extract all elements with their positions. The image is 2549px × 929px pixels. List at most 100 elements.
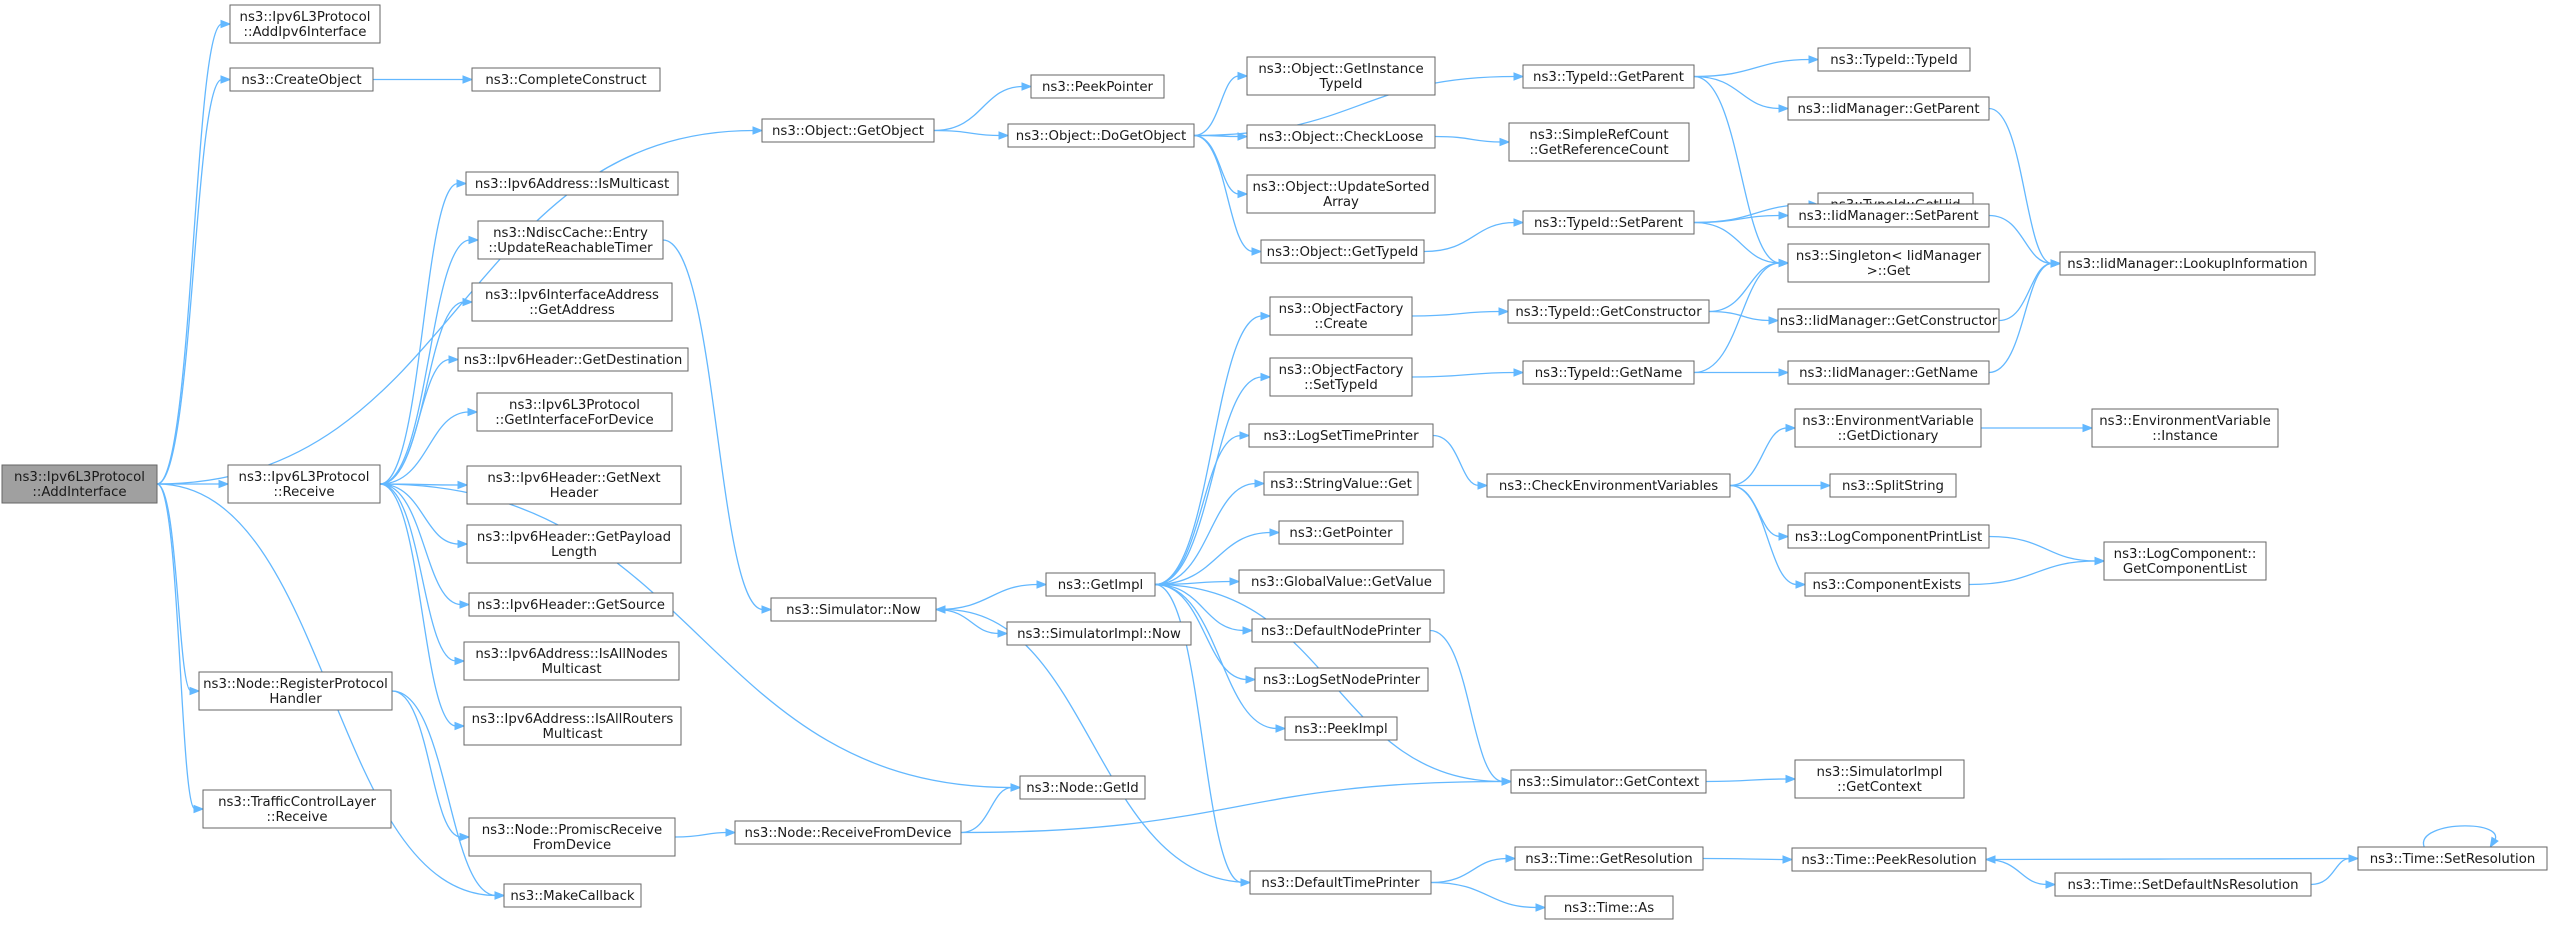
node-peekimpl[interactable]: ns3::PeekImpl — [1284, 716, 1398, 741]
node-getpointer[interactable]: ns3::GetPointer — [1278, 520, 1404, 545]
node-splitstring[interactable]: ns3::SplitString — [1829, 473, 1957, 498]
node-box — [1030, 74, 1165, 99]
node-box — [463, 641, 680, 681]
node-tid_typeid[interactable]: ns3::TypeId::TypeId — [1817, 47, 1971, 72]
edge-arrowhead — [467, 407, 479, 417]
node-simgetcontext[interactable]: ns3::Simulator::GetContext — [1510, 769, 1707, 794]
node-logsetnodeprinter[interactable]: ns3::LogSetNodePrinter — [1254, 667, 1429, 692]
node-createobject[interactable]: ns3::CreateObject — [229, 67, 374, 92]
node-lookupinfo[interactable]: ns3::IidManager::LookupInformation — [2059, 251, 2316, 276]
edge-checkenv-to-componentexists — [1729, 484, 1798, 586]
node-simimplgetcontext[interactable]: ns3::SimulatorImpl::GetContext — [1794, 759, 1965, 799]
node-getiface[interactable]: ns3::Ipv6L3Protocol::GetInterfaceForDevi… — [476, 392, 673, 432]
node-box — [734, 820, 962, 845]
node-checkloose[interactable]: ns3::Object::CheckLoose — [1246, 124, 1436, 149]
edge-arrowhead — [1785, 774, 1797, 784]
node-label: ns3::Object::UpdateSorted — [1252, 180, 1429, 195]
node-singleton[interactable]: ns3::Singleton< IidManager>::Get — [1787, 243, 1990, 283]
node-ifaceaddr[interactable]: ns3::Ipv6InterfaceAddress::GetAddress — [471, 282, 673, 322]
node-defaultnodeprinter[interactable]: ns3::DefaultNodePrinter — [1251, 618, 1431, 643]
node-dogetobject[interactable]: ns3::Object::DoGetObject — [1007, 123, 1195, 148]
node-box — [1522, 210, 1695, 235]
edge-arrowhead — [1778, 532, 1790, 541]
node-label: ::GetAddress — [529, 303, 615, 318]
node-label: ns3::Object::GetTypeId — [1267, 245, 1419, 260]
node-defaulttimeprinter[interactable]: ns3::DefaultTimePrinter — [1249, 870, 1432, 895]
node-makecallback[interactable]: ns3::MakeCallback — [503, 883, 642, 908]
node-box — [1486, 473, 1731, 498]
node-nodegetid[interactable]: ns3::Node::GetId — [1019, 775, 1146, 800]
node-iid_getparent[interactable]: ns3::IidManager::GetParent — [1787, 96, 1990, 121]
node-tcl[interactable]: ns3::TrafficControlLayer::Receive — [202, 789, 392, 829]
edge-arrowhead — [456, 179, 468, 188]
edge-dogetobject-to-obj_gettypeid — [1193, 134, 1254, 253]
edge-ofcreate-to-tid_getconstructor — [1411, 310, 1501, 317]
node-stringvalueget[interactable]: ns3::StringValue::Get — [1263, 471, 1419, 496]
edge-regproto-to-makecallback — [391, 690, 497, 897]
node-label: ns3::Ipv6Header::GetDestination — [464, 353, 683, 368]
edge-receive-to-isallrouters — [379, 483, 457, 727]
node-componentexists[interactable]: ns3::ComponentExists — [1804, 572, 1970, 597]
node-addipv6[interactable]: ns3::Ipv6L3Protocol::AddIpv6Interface — [229, 4, 381, 44]
node-label: ns3::TypeId::TypeId — [1830, 53, 1958, 68]
node-envinstance[interactable]: ns3::EnvironmentVariable::Instance — [2091, 408, 2279, 448]
node-time_as[interactable]: ns3::Time::As — [1544, 895, 1674, 920]
node-ofcreate[interactable]: ns3::ObjectFactory::Create — [1269, 296, 1413, 336]
node-label: ns3::Ipv6InterfaceAddress — [485, 288, 659, 303]
node-iid_setparent[interactable]: ns3::IidManager::SetParent — [1787, 203, 1990, 228]
node-logcompgetlist[interactable]: ns3::LogComponent::GetComponentList — [2103, 541, 2267, 581]
node-recvfromdev[interactable]: ns3::Node::ReceiveFromDevice — [734, 820, 962, 845]
node-tid_setparent[interactable]: ns3::TypeId::SetParent — [1522, 210, 1695, 235]
node-box — [1019, 775, 1146, 800]
edge-arrowhead — [1260, 372, 1272, 382]
node-iid_getname[interactable]: ns3::IidManager::GetName — [1787, 360, 1990, 385]
node-ndisc[interactable]: ns3::NdiscCache::Entry::UpdateReachableT… — [477, 220, 664, 260]
edge-arrowhead — [1782, 855, 1794, 864]
node-simimplnow[interactable]: ns3::SimulatorImpl::Now — [1006, 621, 1192, 646]
node-label: ::Receive — [266, 810, 327, 825]
node-getsource[interactable]: ns3::Ipv6Header::GetSource — [468, 592, 674, 617]
node-getimpl[interactable]: ns3::GetImpl — [1045, 572, 1156, 597]
node-checkenv[interactable]: ns3::CheckEnvironmentVariables — [1486, 473, 1731, 498]
node-time_setres[interactable]: ns3::Time::SetResolution — [2357, 846, 2548, 871]
node-ismulticast[interactable]: ns3::Ipv6Address::IsMulticast — [465, 171, 679, 196]
node-tid_getparent[interactable]: ns3::TypeId::GetParent — [1522, 64, 1695, 89]
node-root[interactable]: ns3::Ipv6L3Protocol::AddInterface — [1, 464, 158, 504]
node-time_setdefns[interactable]: ns3::Time::SetDefaultNsResolution — [2054, 872, 2312, 897]
node-logsettimeprinter[interactable]: ns3::LogSetTimePrinter — [1248, 423, 1434, 448]
edge-time_setres-to-time_setres — [2423, 825, 2497, 848]
node-receive[interactable]: ns3::Ipv6L3Protocol::Receive — [227, 464, 381, 504]
node-box — [761, 118, 935, 143]
node-label: ns3::Time::SetResolution — [2370, 852, 2536, 867]
node-completeconstruct[interactable]: ns3::CompleteConstruct — [471, 67, 661, 92]
node-box — [468, 817, 676, 857]
node-peekpointer[interactable]: ns3::PeekPointer — [1030, 74, 1165, 99]
node-globalvalue[interactable]: ns3::GlobalValue::GetValue — [1238, 569, 1445, 594]
node-getobject[interactable]: ns3::Object::GetObject — [761, 118, 935, 143]
node-obj_gettypeid[interactable]: ns3::Object::GetTypeId — [1260, 239, 1425, 264]
node-simplerefcount[interactable]: ns3::SimpleRefCount::GetReferenceCount — [1508, 122, 1690, 162]
node-label: ::AddIpv6Interface — [244, 25, 367, 40]
node-tid_getname[interactable]: ns3::TypeId::GetName — [1522, 360, 1695, 385]
node-getdest[interactable]: ns3::Ipv6Header::GetDestination — [457, 347, 689, 372]
node-ofsettypeid[interactable]: ns3::ObjectFactory::SetTypeId — [1269, 357, 1413, 397]
node-time_getres[interactable]: ns3::Time::GetResolution — [1514, 846, 1704, 871]
node-envgetdict[interactable]: ns3::EnvironmentVariable::GetDictionary — [1794, 408, 1982, 448]
node-iid_getconstructor[interactable]: ns3::IidManager::GetConstructor — [1777, 308, 2000, 333]
node-label: Header — [550, 486, 599, 501]
node-time_peekres[interactable]: ns3::Time::PeekResolution — [1791, 847, 1987, 872]
node-tid_getconstructor[interactable]: ns3::TypeId::GetConstructor — [1507, 299, 1710, 324]
node-logcompprintlist[interactable]: ns3::LogComponentPrintList — [1787, 524, 1990, 549]
node-simnow[interactable]: ns3::Simulator::Now — [770, 597, 937, 622]
node-label: ns3::Ipv6Header::GetSource — [477, 598, 665, 613]
edge-arrowhead — [1513, 72, 1525, 81]
edge-root-to-createobject — [156, 78, 223, 485]
